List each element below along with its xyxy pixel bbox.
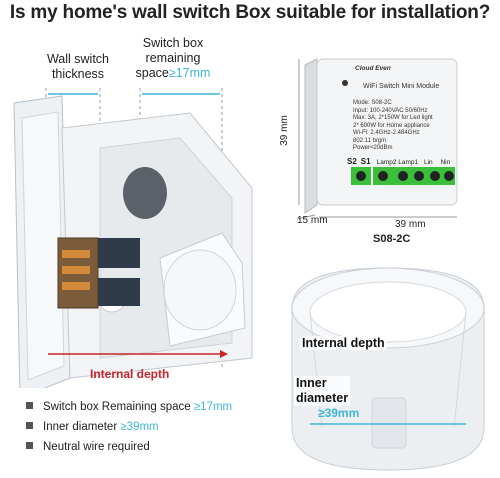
terminal-s1: S1: [360, 157, 371, 166]
label-line-2: remaining: [145, 51, 201, 65]
module-diagram: Cloud Even WiFi Switch Mini Module Mode:…: [279, 45, 495, 235]
spec-line: Power<20dBm: [353, 145, 393, 151]
label-line-1: Switch box: [142, 36, 204, 50]
width-dimension: 39 mm: [395, 219, 426, 230]
height-dimension: 39 mm: [278, 115, 290, 146]
bullet-value: ≥17mm: [193, 401, 233, 413]
terminal-nin: Nin: [440, 159, 451, 166]
module-name: WiFi Switch Mini Module: [363, 83, 440, 90]
wall-switch-illustration: [13, 88, 253, 399]
label-line-1: Inner: [296, 376, 327, 390]
bullet-value: ≥39mm: [120, 421, 159, 433]
bullet-text: Switch box Remaining space: [43, 401, 194, 413]
list-item: Switch box Remaining space ≥17mm: [26, 401, 276, 413]
space-prefix: space: [135, 66, 169, 80]
round-box-diameter-value: ≥39mm: [318, 406, 360, 420]
wall-switch-diagram: Wall switch thickness Switch box remaini…: [0, 28, 275, 399]
space-value: ≥17mm: [168, 66, 211, 80]
label-line-2: thickness: [51, 67, 105, 81]
module-illustration: [296, 58, 458, 220]
module-brand: Cloud Even: [355, 65, 391, 72]
round-box-internal-depth-label: Internal depth: [300, 336, 387, 350]
spec-line: Mode: S08-2C: [353, 100, 392, 106]
round-box-inner-diameter-label: Inner diameter: [294, 376, 351, 406]
requirements-list: Switch box Remaining space ≥17mm Inner d…: [26, 401, 276, 453]
round-box-diagram: Internal depth Inner diameter ≥39mm: [282, 248, 494, 473]
spec-line: Wi-Fi: 2.4GHz-2.484GHz: [353, 130, 420, 136]
terminal-s2: S2: [347, 157, 357, 166]
terminal-lamp2: Lamp2: [376, 159, 397, 166]
bullet-text: Inner diameter: [43, 421, 121, 433]
spec-line: Input: 100-240VAC 50/60Hz: [353, 107, 428, 114]
internal-depth-label: Internal depth: [90, 367, 170, 381]
page-title: Is my home's wall switch Box suitable fo…: [9, 2, 491, 23]
bullet-text: Neutral wire required: [43, 441, 150, 453]
bullet-icon: [26, 402, 33, 409]
switch-box-space-label: Switch box remaining space≥17mm: [118, 36, 228, 81]
spec-line: Max: 3A, 2*150W for Led light: [353, 115, 433, 121]
module-model: S08-2C: [373, 233, 411, 245]
list-item: Inner diameter ≥39mm: [26, 421, 276, 433]
spec-line: 802.11 b/g/n: [353, 137, 386, 144]
wall-switch-thickness-label: Wall switch thickness: [38, 52, 118, 82]
spec-line: 2* 600W for Home appliance: [353, 122, 430, 129]
label-line-1: Wall switch: [46, 52, 110, 66]
terminal-lin: Lin: [423, 159, 433, 166]
list-item: Neutral wire required: [26, 441, 276, 453]
module-specs: Mode: S08-2C Input: 100-240VAC 50/60Hz M…: [353, 100, 453, 153]
bullet-icon: [26, 422, 33, 429]
label-line-2: diameter: [296, 391, 349, 405]
bullet-icon: [26, 442, 33, 449]
round-box-illustration: [291, 267, 485, 471]
depth-dimension: 15 mm: [297, 215, 328, 226]
terminal-lamp1: Lamp1: [398, 159, 419, 166]
